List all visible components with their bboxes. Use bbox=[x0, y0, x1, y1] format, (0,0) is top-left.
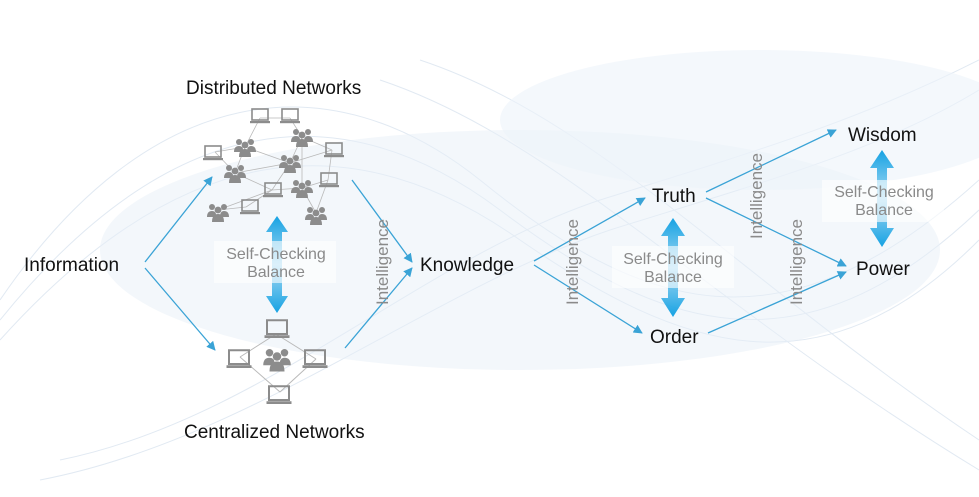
intelligence-label-truth-wisdom: Intelligence bbox=[747, 153, 766, 239]
arrow-knowledge-to-truth bbox=[533, 197, 646, 262]
balance-label-truth-order-line1: Self-Checking bbox=[623, 251, 723, 268]
node-wisdom: Wisdom bbox=[848, 125, 917, 146]
balance-label-bg bbox=[612, 246, 734, 288]
people-group-icon bbox=[234, 139, 256, 157]
intelligence-label-knowledge: Intelligence bbox=[563, 219, 582, 305]
balance-label-bg bbox=[214, 241, 336, 283]
arrow-centralized-to-knowledge bbox=[344, 267, 413, 349]
people-group-icon bbox=[291, 129, 313, 147]
balance-label-networks-line2: Balance bbox=[247, 264, 305, 281]
intelligence-label-power: Intelligence bbox=[787, 219, 806, 305]
intelligence-label-networks: Intelligence bbox=[373, 219, 392, 305]
arrow-truth-to-power bbox=[705, 197, 847, 267]
node-information: Information bbox=[24, 255, 119, 276]
laptop-icon bbox=[203, 145, 223, 161]
balance-label-truth-order-line2: Balance bbox=[644, 269, 702, 286]
laptop-icon bbox=[280, 108, 300, 124]
balance-label-bg bbox=[822, 180, 944, 222]
laptop-icon bbox=[266, 385, 292, 405]
node-order: Order bbox=[650, 327, 699, 348]
node-knowledge: Knowledge bbox=[420, 255, 514, 276]
balance-label-wisdom-power-line1: Self-Checking bbox=[834, 184, 934, 201]
arrow-order-to-power bbox=[707, 271, 847, 334]
balance-label-wisdom-power-line2: Balance bbox=[855, 202, 913, 219]
arrow-information-to-distributed bbox=[144, 176, 213, 263]
flow-arrows bbox=[144, 129, 847, 351]
people-group-icon bbox=[263, 349, 291, 372]
laptop-icon bbox=[250, 108, 270, 124]
node-power: Power bbox=[856, 259, 911, 280]
laptop-icon bbox=[226, 349, 252, 369]
arrow-knowledge-to-order bbox=[533, 264, 643, 334]
arrow-information-to-centralized bbox=[144, 267, 216, 351]
node-truth: Truth bbox=[652, 186, 696, 207]
arrow-distributed-to-knowledge bbox=[351, 179, 413, 263]
node-centralized-networks: Centralized Networks bbox=[184, 422, 365, 443]
arrow-truth-to-wisdom bbox=[705, 129, 837, 193]
balance-label-networks-line1: Self-Checking bbox=[226, 246, 326, 263]
node-distributed-networks: Distributed Networks bbox=[186, 78, 361, 99]
